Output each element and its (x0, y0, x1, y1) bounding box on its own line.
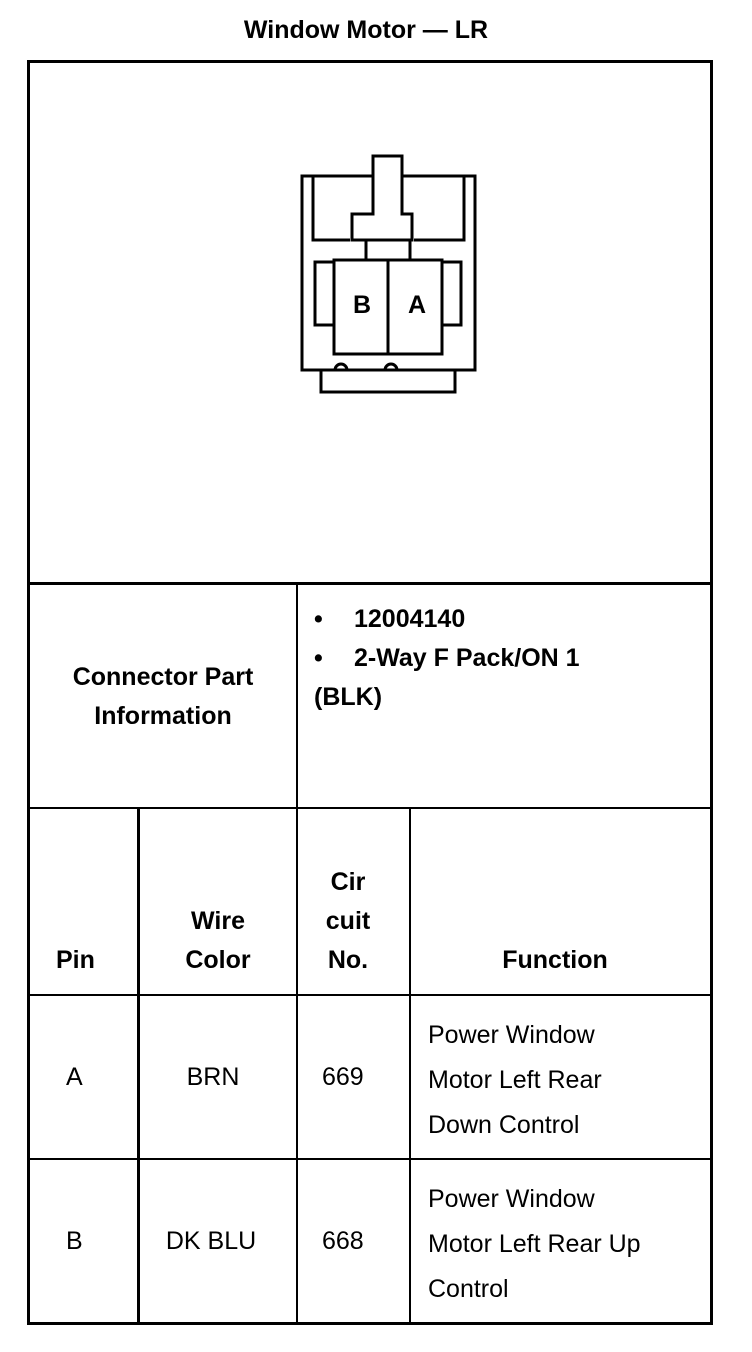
row-b-function: Power Window Motor Left Rear Up Control (428, 1177, 641, 1312)
frame-left-border (27, 60, 30, 1325)
header-circuit-no-line: Cir (330, 868, 366, 896)
connector-latch (350, 176, 414, 242)
header-circuit-no-line: cuit (325, 907, 371, 935)
row-b-function-line: Power Window (428, 1185, 595, 1213)
row-a-function-line: Power Window (428, 1021, 595, 1049)
connector-terminal-mark-right (383, 362, 399, 371)
header-function: Function (502, 946, 608, 974)
row-a-wire-color: BRN (186, 1063, 240, 1091)
part-info-label-line: Information (94, 702, 232, 730)
connector-housing-outline (300, 154, 477, 372)
row-b-pin: B (66, 1227, 83, 1255)
header-wire-color-line: Color (185, 946, 251, 974)
header-circuit-no: Cir cuit No. (298, 863, 398, 980)
connector-pin-label-b: B (353, 291, 371, 319)
part-number: 12004140 (354, 605, 466, 633)
row-a-function: Power Window Motor Left Rear Down Contro… (428, 1013, 602, 1148)
row-b-circuit-no: 668 (322, 1227, 364, 1255)
connector-description: 2-Way F Pack/ON 1 (354, 644, 580, 672)
connector-diagram: B A (300, 154, 477, 394)
connector-bottom-lip (319, 370, 457, 394)
frame-bottom-border (27, 1322, 713, 1325)
bullet-icon: • (314, 644, 323, 672)
header-wire-color-line: Wire (191, 907, 245, 935)
column-divider-circuit (409, 807, 411, 1325)
column-divider-partinfo (296, 582, 298, 1325)
part-info-label: Connector Part Information (30, 658, 296, 736)
connector-side-rib-left (313, 260, 336, 327)
part-info-label-line: Connector Part (72, 663, 254, 691)
connector-terminal-mark-left (333, 362, 349, 371)
row-b-wire-color: DK BLU (165, 1227, 257, 1255)
part-number-bullet: • 12004140 (314, 600, 465, 639)
row-b-function-line: Motor Left Rear Up (428, 1230, 641, 1258)
connector-description-bullet: • 2-Way F Pack/ON 1 (314, 639, 580, 678)
header-circuit-no-line: No. (327, 946, 369, 974)
page-title: Window Motor — LR (243, 16, 489, 44)
frame-header-bottom-border (27, 994, 713, 996)
connector-color-text: (BLK) (314, 683, 383, 711)
connector-pin-label-a: A (408, 291, 426, 319)
column-divider-pin (137, 807, 140, 1325)
header-pin: Pin (56, 946, 95, 974)
row-a-function-line: Motor Left Rear (428, 1066, 602, 1094)
header-wire-color: Wire Color (140, 902, 296, 980)
bullet-icon: • (314, 605, 323, 633)
frame-partinfo-bottom-border (27, 807, 713, 809)
frame-top-border (27, 60, 713, 63)
row-a-pin: A (66, 1063, 83, 1091)
connector-color: (BLK) (314, 678, 382, 717)
connector-inner-frame (311, 177, 466, 242)
frame-diagram-bottom-border (27, 582, 713, 585)
frame-row-a-bottom-border (27, 1158, 713, 1160)
frame-right-border (710, 60, 713, 1325)
row-a-circuit-no: 669 (322, 1063, 364, 1091)
row-b-function-line: Control (428, 1275, 509, 1303)
connector-side-rib-right (440, 260, 463, 327)
row-a-function-line: Down Control (428, 1111, 580, 1139)
connector-stem (364, 241, 412, 262)
